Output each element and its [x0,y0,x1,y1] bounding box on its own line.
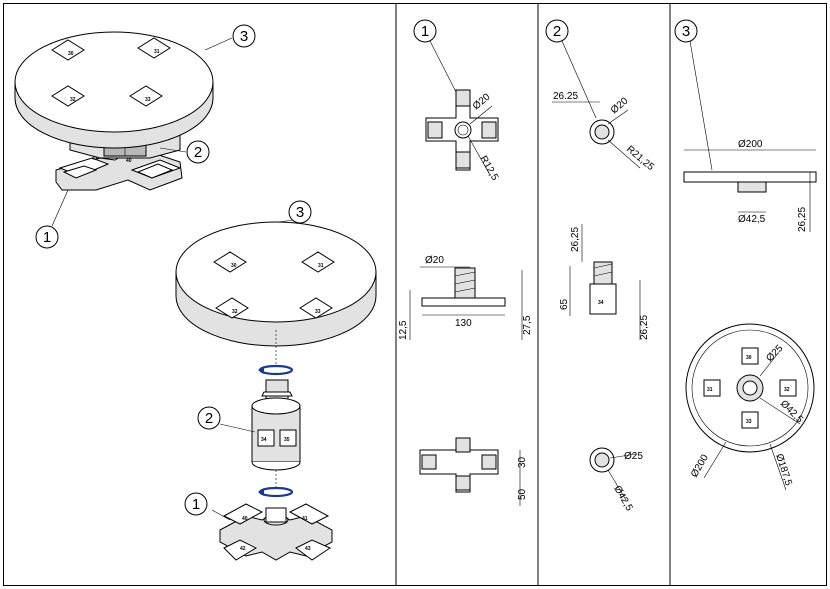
part3-views: 3 Ø200 Ø42,5 26,25 30 31 32 33 [674,19,817,491]
callout-2-exploded: 2 [197,406,256,433]
svg-text:1: 1 [421,23,429,40]
assembled-view: 43 40 30 31 32 33 3 [14,24,256,249]
callout-3-assembled: 3 [204,24,256,51]
part2-top-view: 26.25 Ø20 R21,25 [552,91,656,173]
callout-1-panel: 1 [413,19,457,93]
exploded-shaft: 34 35 [251,379,301,471]
disc-face-number-1: 30 [68,51,74,57]
exploded-disc-number-2: 31 [318,263,324,269]
cross-number-3: 42 [240,546,246,552]
dim-part1-side-height: 27,5 [522,315,533,335]
dim-part3-side-diameter: Ø200 [738,139,763,150]
dim-part1-side-thickness: 12,5 [398,320,409,340]
dim-part2-top-hole: Ø20 [609,95,631,116]
exploded-disc-number-1: 30 [231,263,237,269]
callout-1-assembled: 1 [35,189,69,249]
shaft-number-1: 34 [261,437,267,443]
callout-2-assembled: 2 [159,140,210,164]
dim-part1-top-radius: R12,5 [477,154,500,183]
cross-number-2: 41 [302,516,308,522]
part3-top-view: 30 31 32 33 Ø25 Ø42,5 Ø200 Ø187,5 [685,323,815,491]
dim-part2-side-total: 65 [559,298,570,310]
svg-text:3: 3 [240,28,248,45]
part2-side-face-number: 34 [598,300,604,306]
dim-part3-side-boss: Ø42,5 [738,214,766,225]
assembled-disc: 30 31 32 33 [14,31,214,149]
disc-face-number-4: 33 [145,97,151,103]
svg-text:2: 2 [205,410,213,427]
dim-part1-bottom-length: 50 [517,488,528,500]
dim-part1-side-diameter: Ø20 [425,255,444,266]
plan-disc-number-4: 33 [746,419,752,425]
part1-bottom-view: 30 50 [419,437,528,506]
cross-number-1: 40 [242,516,248,522]
dim-part2-bottom-inner: Ø25 [624,451,643,462]
dim-part1-side-length: 130 [455,318,472,329]
exploded-cross: 40 41 42 43 [219,503,333,561]
dim-part2-side-top: 26,25 [570,227,581,252]
svg-text:2: 2 [553,23,561,40]
svg-text:3: 3 [296,204,304,221]
dim-part2-bottom-outer: Ø42,5 [611,484,634,513]
plan-disc-number-2: 31 [707,387,713,393]
part2-views: 2 26.25 Ø20 R21,25 26,25 34 65 26,25 [545,19,656,513]
plan-disc-number-1: 30 [746,355,752,361]
dim-part2-top-offset: 26.25 [553,91,578,102]
callout-3-exploded: 3 [277,200,312,224]
svg-text:43: 43 [92,156,98,162]
svg-text:3: 3 [682,23,690,40]
exploded-disc-number-4: 33 [315,309,321,315]
cross-number-4: 43 [305,546,311,552]
sheet-border [3,3,827,586]
svg-text:1: 1 [43,229,51,246]
part3-side-view: Ø200 Ø42,5 26,25 [683,139,817,232]
part2-bottom-view: Ø25 Ø42,5 [589,447,643,513]
disc-face-number-2: 31 [154,49,160,55]
callout-1-exploded: 1 [184,492,231,521]
callout-2-panel: 2 [545,19,597,119]
shaft-number-2: 35 [284,437,290,443]
part1-top-view: Ø20 R12,5 [425,89,500,183]
exploded-view: 30 31 32 33 3 34 35 [175,200,377,561]
part2-side-view: 26,25 34 65 26,25 [559,224,650,340]
dim-part3-side-height: 26,25 [797,207,808,232]
disc-face-number-3: 32 [70,97,76,103]
svg-text:2: 2 [194,144,202,161]
exploded-disc-number-3: 32 [232,309,238,315]
rotation-arrow-upper [258,364,294,376]
svg-text:40: 40 [126,158,132,164]
callout-3-panel: 3 [674,19,713,171]
rotation-arrow-lower [258,486,294,498]
part1-views: 1 Ø20 R12,5 Ø20 130 12,5 [398,19,533,506]
dim-part1-top-hole: Ø20 [471,91,493,112]
dim-part2-side-bottom: 26,25 [639,315,650,340]
svg-text:1: 1 [192,496,200,513]
part1-side-view: Ø20 130 12,5 27,5 [398,255,533,340]
dim-part1-bottom-arm: 30 [517,456,528,468]
plan-disc-number-3: 32 [784,387,790,393]
exploded-disc: 30 31 32 33 [175,221,377,347]
dim-part3-top-disc: Ø200 [689,452,711,479]
dim-part3-top-pitch: Ø187,5 [773,453,794,488]
